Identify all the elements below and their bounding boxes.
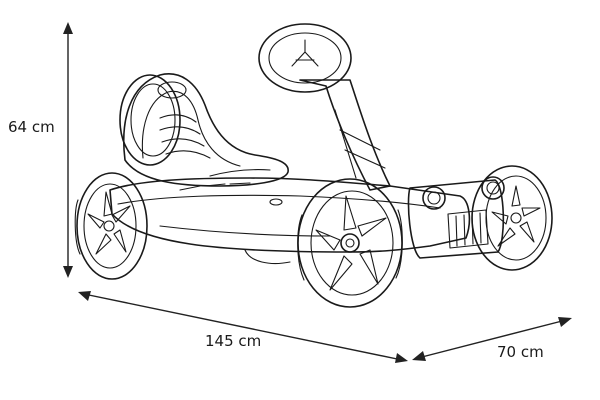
width-dimension: 70 cm xyxy=(412,317,572,361)
left-headlight xyxy=(422,186,446,210)
front-near-wheel xyxy=(297,178,403,308)
chassis xyxy=(109,177,471,253)
front-grille xyxy=(407,176,505,259)
underbody xyxy=(244,249,291,265)
steering-assembly xyxy=(258,23,391,191)
length-dimension: 145 cm xyxy=(78,291,408,363)
rear-far-wheel xyxy=(119,74,181,166)
seat xyxy=(122,73,289,187)
rear-near-wheel xyxy=(74,172,148,280)
right-headlight xyxy=(481,176,505,200)
steering-wheel xyxy=(258,23,352,93)
height-label: 64 cm xyxy=(8,118,55,136)
go-kart-illustration xyxy=(74,23,553,308)
height-dimension: 64 cm xyxy=(8,22,73,278)
width-label: 70 cm xyxy=(497,343,544,361)
length-label: 145 cm xyxy=(205,332,261,350)
